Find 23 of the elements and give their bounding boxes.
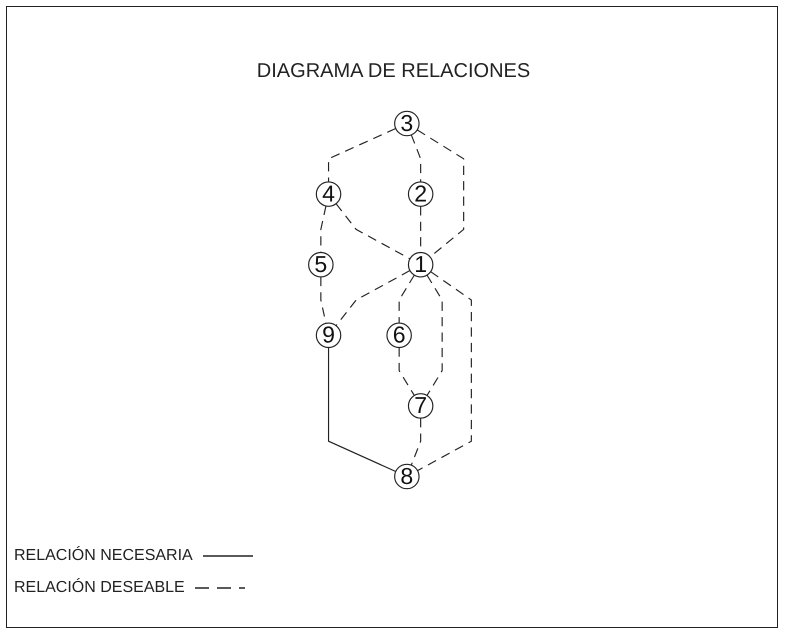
connector bbox=[336, 270, 410, 326]
node-circle: 4 bbox=[316, 181, 342, 207]
connector bbox=[328, 348, 396, 472]
connector bbox=[398, 348, 415, 396]
node-circle: 5 bbox=[308, 252, 334, 278]
diagram-title: DIAGRAMA DE RELACIONES bbox=[256, 60, 532, 83]
node-circle: 1 bbox=[408, 252, 434, 278]
connector bbox=[410, 418, 422, 466]
legend-text: RELACIÓN NECESARIA bbox=[14, 547, 193, 565]
node-circle: 6 bbox=[386, 322, 412, 348]
legend-text: RELACIÓN DESEABLE bbox=[14, 579, 185, 597]
connector bbox=[328, 128, 396, 182]
node-circle: 3 bbox=[394, 110, 420, 136]
node-circle: 7 bbox=[408, 393, 434, 419]
connector bbox=[398, 274, 415, 324]
node-circle: 2 bbox=[408, 181, 434, 207]
connector bbox=[417, 271, 472, 472]
connector bbox=[426, 274, 443, 396]
node-circle: 9 bbox=[316, 322, 342, 348]
connector bbox=[336, 203, 410, 260]
connector bbox=[410, 134, 422, 182]
node-circle: 8 bbox=[394, 464, 420, 490]
connector bbox=[320, 206, 326, 252]
